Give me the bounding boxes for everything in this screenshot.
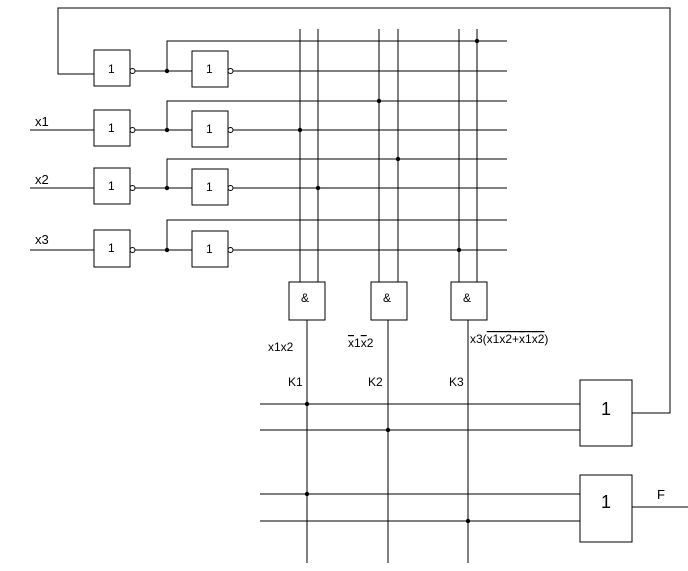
bus-label-k2: K2 (368, 375, 383, 389)
inverter-symbol: 1 (206, 180, 213, 194)
bus-label-k1: K1 (288, 375, 303, 389)
and-gate-k3 (450, 281, 488, 321)
input-label-x1: x1 (35, 114, 49, 129)
inverter-gate (191, 168, 229, 206)
k3-expression: x3(x1x2+x1x2) (470, 332, 548, 346)
and-symbol: & (301, 291, 309, 305)
junction-dot (304, 401, 310, 407)
inversion-bubble (227, 127, 234, 133)
junction-dot (376, 98, 382, 104)
inversion-bubble (227, 185, 234, 191)
inversion-bubble (227, 247, 234, 253)
junction-dot (395, 156, 401, 162)
wire (166, 219, 507, 250)
junction-dot (456, 247, 462, 253)
inverter-symbol: 1 (108, 241, 115, 255)
inversion-bubble (129, 247, 136, 253)
inversion-bubble (129, 127, 136, 133)
and-symbol: & (383, 291, 391, 305)
inverter-gate (93, 229, 131, 268)
junction-dot (304, 491, 310, 497)
inverter-gate (93, 109, 131, 147)
junction-dot (164, 185, 170, 191)
inverter-gate (191, 110, 229, 148)
bus-label-k3: K3 (449, 375, 464, 389)
junction-dot (164, 247, 170, 253)
inverter-symbol: 1 (206, 242, 213, 256)
inverter-gate (93, 167, 131, 205)
or-gate-output (579, 474, 633, 543)
inverter-symbol: 1 (206, 62, 213, 76)
inverter-symbol: 1 (108, 62, 115, 76)
inversion-bubble (129, 68, 136, 74)
junction-dot (315, 185, 321, 191)
and-gate-k2 (370, 281, 408, 321)
k2-expression: x1x2 (348, 336, 374, 350)
junction-dot (297, 127, 303, 133)
or-symbol: 1 (601, 492, 611, 512)
wire (166, 100, 507, 130)
inverter-symbol: 1 (206, 122, 213, 136)
junction-dot (465, 518, 471, 524)
output-label-f: F (657, 487, 665, 502)
and-gate-k1 (288, 281, 326, 321)
junction-dot (385, 427, 391, 433)
junction-dot (164, 127, 170, 133)
feedback-wire (57, 7, 671, 414)
inverter-symbol: 1 (108, 121, 115, 135)
input-label-x2: x2 (35, 172, 49, 187)
inverter-gate (191, 230, 229, 268)
input-label-x3: x3 (35, 232, 49, 247)
k1-expression: x1x2 (268, 340, 294, 354)
junction-dot (474, 38, 480, 44)
inverter-gate (93, 49, 131, 87)
wire (166, 158, 507, 188)
or-gate-feedback (579, 379, 633, 447)
or-symbol: 1 (601, 399, 611, 419)
inverter-gate (191, 50, 229, 88)
inversion-bubble (227, 68, 234, 74)
and-symbol: & (463, 291, 471, 305)
junction-dot (164, 68, 170, 74)
inversion-bubble (129, 185, 136, 191)
inverter-symbol: 1 (108, 179, 115, 193)
wire (166, 40, 507, 71)
